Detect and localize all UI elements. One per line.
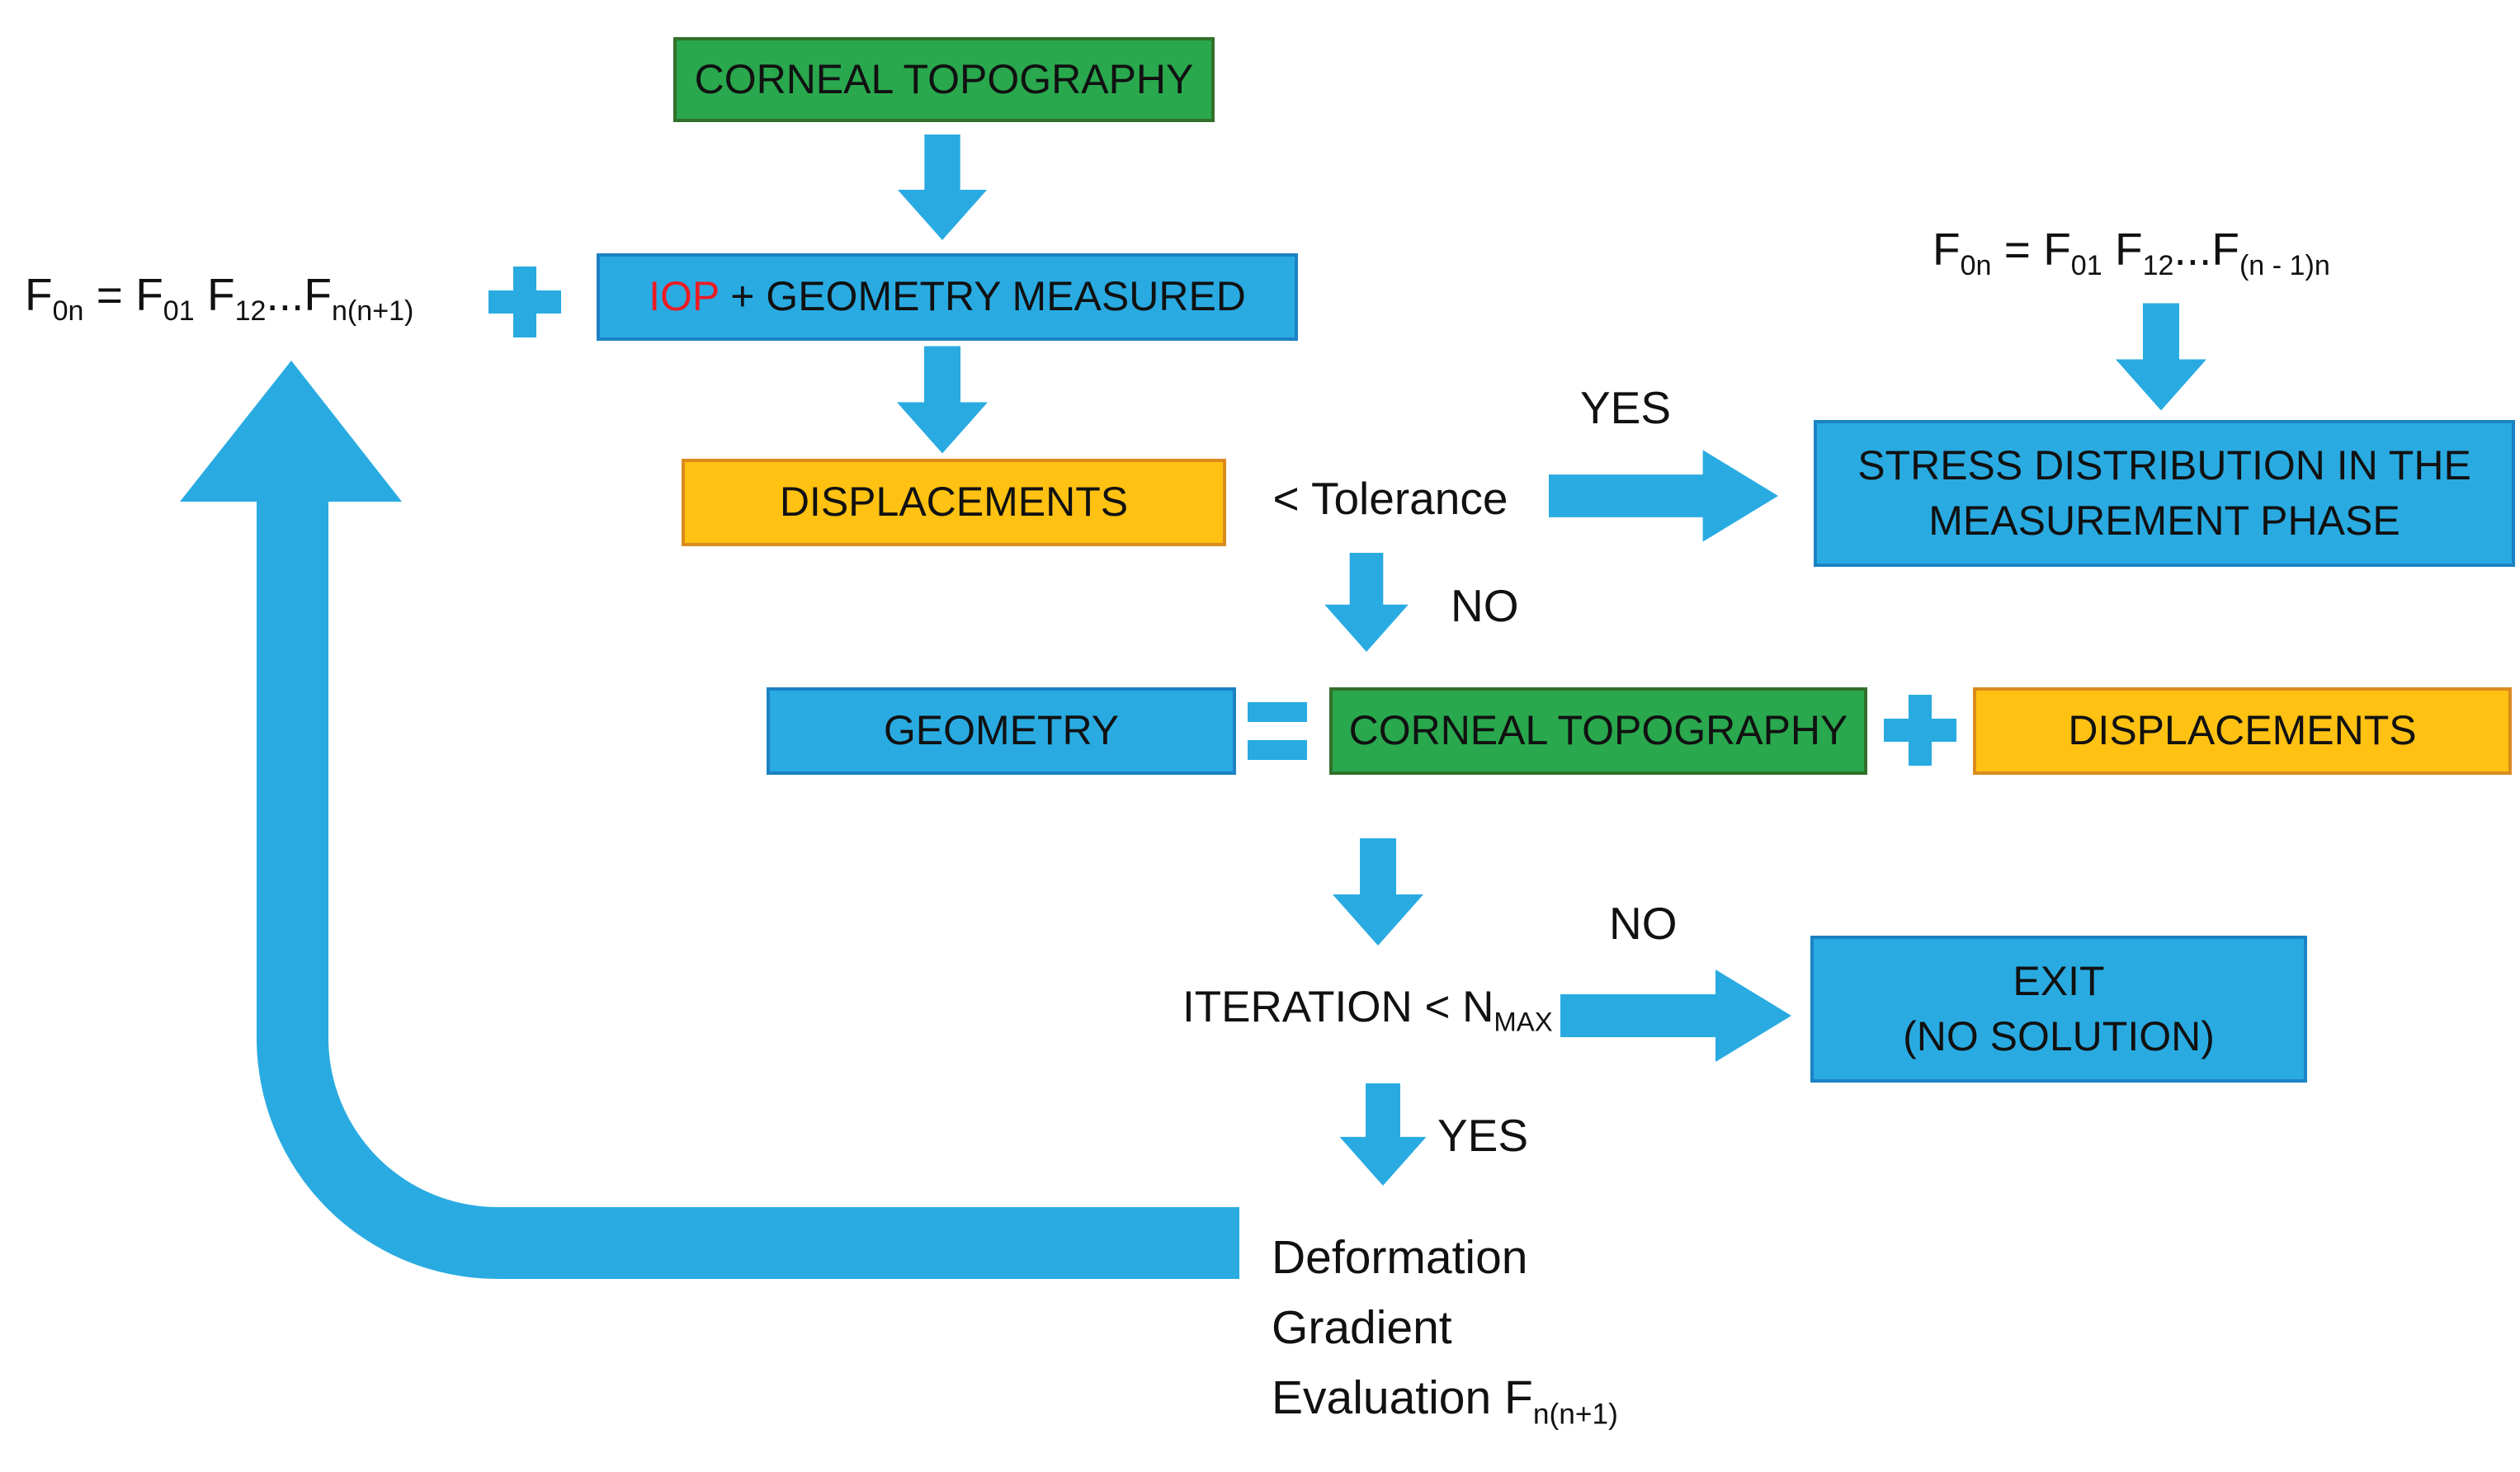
formula-sub: 12 [234, 295, 267, 327]
iop-highlight: IOP [649, 273, 720, 320]
formula-sub: 0n [52, 295, 84, 327]
formula-sub: 0n [1960, 249, 1992, 281]
node-label: DISPLACEMENTS [2068, 707, 2417, 754]
label-no-top: NO [1451, 580, 1519, 631]
node-label-line1: EXIT [2013, 957, 2105, 1004]
deformation-line2: Gradient [1272, 1301, 1452, 1354]
down-block-arrow-icon [897, 134, 988, 240]
deformation-line1: Deformation [1272, 1231, 1528, 1284]
node-label: DISPLACEMENTS [779, 479, 1129, 526]
node-displacements-top: DISPLACEMENTS [682, 459, 1226, 546]
right-block-arrow-icon [1560, 970, 1791, 1062]
iteration-sub: MAX [1494, 1006, 1553, 1037]
right-block-arrow-icon [1549, 450, 1778, 542]
down-block-arrow-icon [1333, 838, 1423, 946]
node-displacements-mid: DISPLACEMENTS [1973, 687, 2512, 775]
down-block-arrow-icon [897, 346, 988, 454]
plus-icon [488, 267, 561, 337]
formula-part: ...F [266, 269, 332, 320]
node-geometry: GEOMETRY [767, 687, 1236, 775]
label-deformation-gradient: Deformation Gradient Evaluation Fn(n+1) [1272, 1223, 1618, 1449]
formula-part: = F [83, 269, 163, 320]
label-yes-bottom: YES [1437, 1110, 1529, 1161]
deformation-sub: n(n+1) [1532, 1398, 1618, 1431]
plus-icon [1884, 695, 1956, 766]
down-block-arrow-icon [2116, 303, 2206, 411]
label-iteration-condition: ITERATION < NMAX [1182, 983, 1553, 1037]
label-yes-top: YES [1580, 382, 1672, 433]
formula-part: F [25, 269, 53, 320]
node-label-line2: MEASUREMENT PHASE [1928, 498, 2400, 544]
formula-sub: (n - 1)n [2239, 249, 2330, 281]
equals-icon [1248, 702, 1307, 760]
label-no-bottom: NO [1609, 898, 1678, 949]
formula-sub: 12 [2142, 249, 2174, 281]
formula-part: F [2102, 224, 2143, 275]
formula-left: F0n = F01 F12...Fn(n+1) [25, 268, 413, 328]
node-label: GEOMETRY [883, 707, 1120, 754]
node-label-line2: (NO SOLUTION) [1903, 1013, 2215, 1059]
node-exit-no-solution: EXIT (NO SOLUTION) [1810, 936, 2307, 1083]
node-label-line1: STRESS DISTRIBUTION IN THE [1857, 441, 2471, 488]
node-stress-distribution: STRESS DISTRIBUTION IN THE MEASUREMENT P… [1814, 420, 2515, 567]
formula-part: F [1932, 224, 1961, 275]
node-label: CORNEAL TOPOGRAPHY [694, 55, 1194, 102]
formula-part: = F [1991, 224, 2071, 275]
node-iop-geometry-measured: IOP + GEOMETRY MEASURED [597, 253, 1298, 341]
iop-rest: + GEOMETRY MEASURED [719, 273, 1246, 320]
formula-part: ...F [2173, 224, 2239, 275]
deformation-line3: Evaluation Fn(n+1) [1272, 1371, 1618, 1431]
formula-sub: 01 [2070, 249, 2102, 281]
down-block-arrow-icon [1339, 1083, 1427, 1186]
node-label: CORNEAL TOPOGRAPHY [1348, 707, 1848, 754]
formula-sub: n(n+1) [331, 295, 414, 327]
formula-right: F0n = F01 F12...F(n - 1)n [1932, 223, 2330, 282]
formula-part: F [194, 269, 235, 320]
formula-sub: 01 [163, 295, 195, 327]
label-tolerance: < Tolerance [1272, 473, 1508, 524]
node-corneal-topography-mid: CORNEAL TOPOGRAPHY [1329, 687, 1867, 775]
node-label: IOP + GEOMETRY MEASURED [649, 269, 1246, 325]
down-block-arrow-icon [1324, 553, 1409, 652]
node-corneal-topography-top: CORNEAL TOPOGRAPHY [673, 37, 1215, 122]
